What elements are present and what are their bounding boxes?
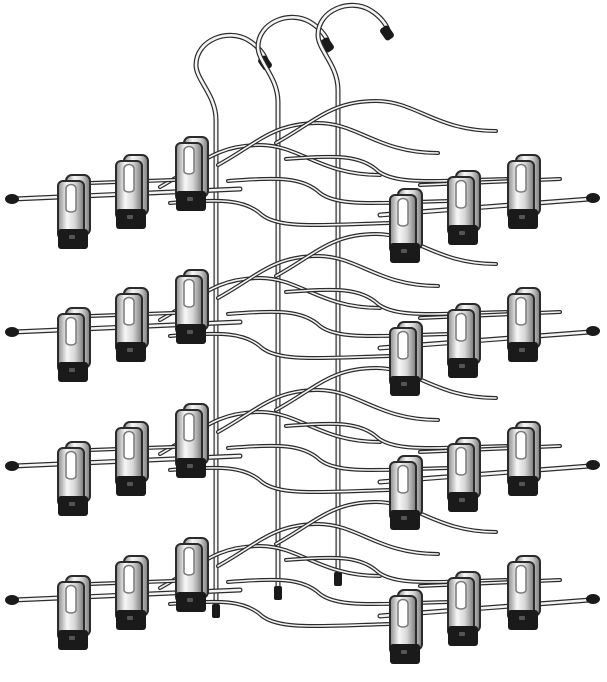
- clip: [507, 154, 541, 229]
- stem-foot-cap: [334, 572, 342, 586]
- tier-2-frame-bottom: [168, 331, 392, 361]
- clip: [447, 170, 481, 245]
- stem-foot-cap: [212, 604, 220, 618]
- clip: [57, 174, 91, 249]
- tier-1-frame-bottom: [168, 198, 392, 228]
- tier-2-frame-top: [274, 232, 498, 278]
- clip: [507, 287, 541, 362]
- clip: [447, 571, 481, 646]
- bar-end-cap: [5, 194, 19, 204]
- tier-3-frame-top: [216, 388, 440, 434]
- clip: [389, 455, 423, 530]
- tier-4-frame-bottom: [168, 599, 392, 629]
- clip: [389, 188, 423, 263]
- clip: [175, 269, 209, 344]
- hanger-hook-3: [315, 2, 391, 581]
- hanger-hook-2: [255, 14, 331, 595]
- bar-end-cap: [586, 193, 600, 203]
- clip: [115, 287, 149, 362]
- tier-3-frame-top: [274, 366, 498, 412]
- tier-1-frame-top: [274, 99, 498, 145]
- bar-end-cap: [5, 595, 19, 605]
- hook-tip-cap: [380, 25, 394, 41]
- tier-4-frame-top: [274, 500, 498, 546]
- tier-3-frame-bottom: [168, 465, 392, 495]
- clip: [447, 437, 481, 512]
- tier-2-frame-top: [216, 254, 440, 300]
- hanger-bars: [5, 177, 600, 619]
- clip: [389, 589, 423, 664]
- tier-4-frame-top: [216, 522, 440, 568]
- bar-end-cap: [5, 327, 19, 337]
- hanger-clips: [57, 136, 541, 664]
- bar-end-cap: [586, 594, 600, 604]
- hanger-hooks: [193, 2, 394, 618]
- clip: [57, 575, 91, 650]
- clip: [507, 421, 541, 496]
- clip: [175, 537, 209, 612]
- clip: [57, 307, 91, 382]
- bar-end-cap: [586, 460, 600, 470]
- clip: [115, 421, 149, 496]
- clip: [175, 403, 209, 478]
- clip: [389, 321, 423, 396]
- clip: [447, 303, 481, 378]
- clip: [507, 555, 541, 630]
- bar-end-cap: [5, 461, 19, 471]
- tier-1-frame-top: [216, 121, 440, 167]
- bar-end-cap: [586, 326, 600, 336]
- clip: [57, 441, 91, 516]
- clip: [175, 136, 209, 211]
- clip: [115, 154, 149, 229]
- stem-foot-cap: [274, 586, 282, 600]
- clip: [115, 555, 149, 630]
